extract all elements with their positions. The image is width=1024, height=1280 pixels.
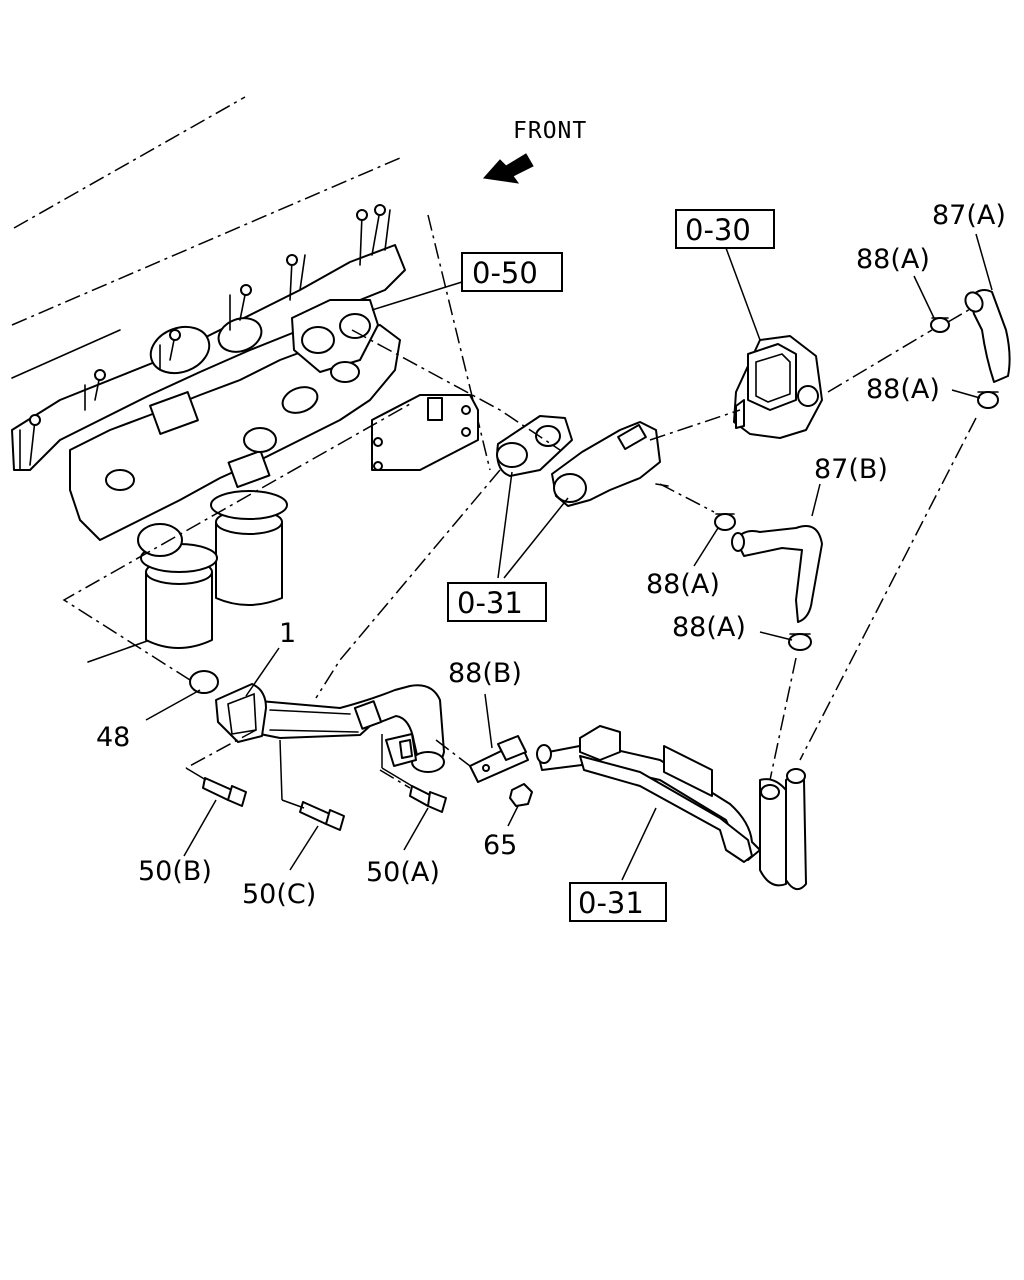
callout-part-87b[interactable]: 87(B) bbox=[814, 454, 888, 485]
housing-0-30 bbox=[733, 335, 823, 439]
callout-part-65[interactable]: 65 bbox=[483, 830, 517, 861]
callout-part-87a[interactable]: 87(A) bbox=[932, 200, 1006, 231]
ref-label-0-50: 0-50 bbox=[472, 256, 538, 290]
callout-part-88a-low[interactable]: 88(A) bbox=[672, 612, 746, 643]
callout-part-50b[interactable]: 50(B) bbox=[138, 856, 212, 887]
water-pipe-0-31 bbox=[536, 725, 807, 891]
water-pipe-1 bbox=[215, 683, 445, 773]
callout-part-88a-top[interactable]: 88(A) bbox=[856, 244, 930, 275]
front-indicator: FRONT bbox=[483, 118, 587, 184]
hose-87b bbox=[731, 525, 823, 623]
engine-block-outline bbox=[11, 96, 491, 663]
ref-box-0-31-lower[interactable]: 0-31 bbox=[569, 882, 667, 922]
ref-label-0-30: 0-30 bbox=[685, 213, 751, 247]
exhaust-manifold bbox=[11, 204, 479, 541]
ref-label-0-31-lower: 0-31 bbox=[578, 886, 644, 920]
callout-part-88b[interactable]: 88(B) bbox=[448, 658, 522, 689]
clamp-88a-low bbox=[788, 633, 812, 651]
leader-lines bbox=[145, 233, 993, 881]
callout-part-88a-mid[interactable]: 88(A) bbox=[646, 569, 720, 600]
oil-filter-assembly bbox=[137, 490, 288, 649]
clamp-88a-top bbox=[930, 317, 950, 333]
bolt-50b bbox=[202, 777, 247, 807]
ref-label-0-31-upper: 0-31 bbox=[457, 586, 523, 620]
hose-87a bbox=[964, 289, 1011, 383]
callout-part-1[interactable]: 1 bbox=[279, 618, 296, 649]
ref-box-0-30[interactable]: 0-30 bbox=[675, 209, 775, 249]
callout-labels: 1 48 50(B) 50(C) 50(A) 65 88(B) 87(A) 88… bbox=[96, 200, 1006, 910]
ref-box-0-31-upper[interactable]: 0-31 bbox=[447, 582, 547, 622]
assembly-centerlines bbox=[62, 307, 977, 789]
o-ring-48 bbox=[189, 670, 219, 694]
clamp-88a-mid bbox=[714, 513, 736, 531]
bolt-50a bbox=[409, 785, 447, 813]
callout-part-50a[interactable]: 50(A) bbox=[366, 857, 440, 888]
callout-part-48[interactable]: 48 bbox=[96, 722, 130, 753]
front-arrow-icon bbox=[483, 153, 534, 184]
clip-88b bbox=[469, 735, 529, 783]
bolt-50c bbox=[299, 801, 345, 831]
clamp-88a-right bbox=[977, 391, 999, 409]
manifold-studs bbox=[19, 204, 391, 471]
ref-box-0-50[interactable]: 0-50 bbox=[461, 252, 563, 292]
callout-part-50c[interactable]: 50(C) bbox=[242, 879, 316, 910]
front-label: FRONT bbox=[513, 118, 587, 144]
nut-65 bbox=[509, 783, 533, 807]
callout-part-88a-right[interactable]: 88(A) bbox=[866, 374, 940, 405]
gasket-elbow-0-31 bbox=[496, 415, 669, 507]
